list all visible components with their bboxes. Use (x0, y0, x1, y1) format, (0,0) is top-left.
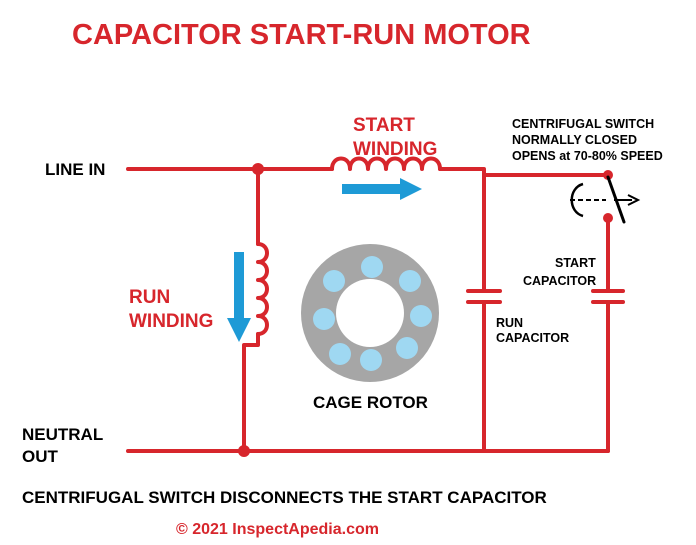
start-capacitor-label-line1: START (555, 256, 596, 270)
run-winding-coil (256, 242, 269, 336)
start-current-arrow (342, 178, 422, 200)
switch-symbol-icon (570, 175, 641, 224)
top-right-wire (438, 167, 610, 177)
start-winding-label-line2: WINDING (353, 139, 437, 160)
junction-dot (252, 163, 264, 175)
start-winding-label-line1: START (353, 115, 415, 136)
neutral-label-line1: NEUTRAL (22, 425, 103, 444)
run-current-arrow (227, 252, 251, 342)
run-lower-wire (242, 332, 260, 453)
circuit-wires (126, 156, 610, 453)
run-capacitor-label-line1: RUN (496, 316, 523, 330)
capacitor-plates (466, 289, 625, 304)
neutral-label-line2: OUT (22, 447, 59, 466)
switch-label-line2: NORMALLY CLOSED (512, 133, 637, 147)
switch-label-line1: CENTRIFUGAL SWITCH (512, 117, 654, 131)
junction-dots (238, 163, 613, 457)
copyright: © 2021 InspectApedia.com (176, 521, 379, 538)
junction-dot (603, 170, 613, 180)
run-winding-label-line1: RUN (129, 287, 170, 308)
run-capacitor-label-line2: CAPACITOR (496, 331, 569, 345)
cage-rotor-label: CAGE ROTOR (313, 393, 428, 412)
line-in-label: LINE IN (45, 160, 105, 179)
start-winding-coil (330, 156, 442, 171)
caption: CENTRIFUGAL SWITCH DISCONNECTS THE START… (22, 488, 547, 507)
page-title: CAPACITOR START-RUN MOTOR (72, 19, 531, 51)
run-winding-label-line2: WINDING (129, 311, 213, 332)
current-arrow-icon (227, 178, 422, 342)
junction-dot (238, 445, 250, 457)
junction-dot (603, 213, 613, 223)
switch-label-line3: OPENS at 70-80% SPEED (512, 149, 663, 163)
cage-rotor-icon (301, 244, 439, 382)
start-capacitor-label-line2: CAPACITOR (523, 274, 596, 288)
